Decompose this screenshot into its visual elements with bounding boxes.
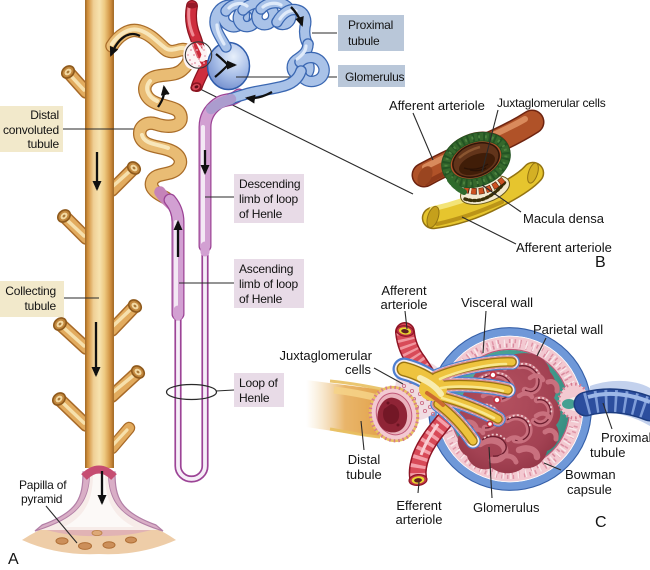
svg-text:pyramid: pyramid [21,492,62,506]
svg-text:Distal: Distal [348,452,381,467]
svg-text:Descending: Descending [239,177,300,191]
svg-text:Afferent arteriole: Afferent arteriole [516,240,612,255]
svg-text:Juxtaglomerular: Juxtaglomerular [280,348,373,363]
svg-text:tubule: tubule [25,299,57,313]
svg-text:tubule: tubule [346,467,381,482]
svg-text:cells: cells [345,362,372,377]
svg-text:Parietal wall: Parietal wall [533,322,603,337]
svg-text:Proximal: Proximal [348,18,393,32]
svg-text:Henle: Henle [239,391,270,405]
svg-text:capsule: capsule [567,482,612,497]
svg-text:A: A [8,551,19,568]
svg-text:Papilla of: Papilla of [19,478,67,492]
svg-text:tubule: tubule [28,137,60,151]
svg-text:Proximal: Proximal [601,430,650,445]
svg-text:Visceral wall: Visceral wall [461,295,533,310]
svg-text:Afferent: Afferent [381,283,427,298]
svg-text:Collecting: Collecting [5,284,56,298]
svg-text:B: B [595,254,606,271]
svg-text:tubule: tubule [348,34,380,48]
svg-text:Glomerulus: Glomerulus [345,70,405,84]
svg-text:of Henle: of Henle [239,207,283,221]
svg-text:Loop of: Loop of [239,376,279,390]
svg-text:C: C [595,514,607,531]
svg-text:tubule: tubule [590,445,625,460]
svg-text:Afferent arteriole: Afferent arteriole [389,98,485,113]
svg-text:Distal: Distal [30,108,59,122]
svg-text:Bowman: Bowman [565,467,616,482]
svg-text:limb of loop: limb of loop [239,277,298,291]
svg-text:convoluted: convoluted [3,123,59,137]
svg-text:Macula densa: Macula densa [523,211,605,226]
svg-text:Juxtaglomerular cells: Juxtaglomerular cells [497,96,606,110]
svg-text:arteriole: arteriole [381,297,428,312]
svg-text:arteriole: arteriole [396,512,443,527]
svg-text:of Henle: of Henle [239,292,283,306]
svg-text:Ascending: Ascending [239,262,293,276]
svg-text:Efferent: Efferent [396,498,442,513]
svg-text:Glomerulus: Glomerulus [473,500,540,515]
svg-text:limb of loop: limb of loop [239,192,298,206]
